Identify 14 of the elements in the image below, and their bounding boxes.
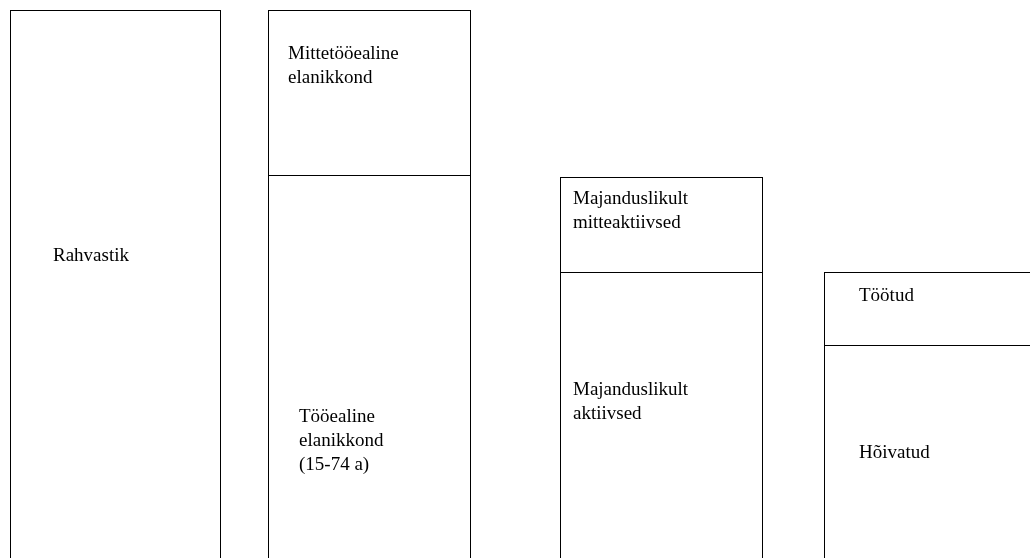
box-label: Majanduslikult mitteaktiivsed	[573, 186, 690, 234]
category-box	[824, 272, 1030, 347]
box-label: Majanduslikult aktiivsed	[573, 377, 690, 425]
box-label: Tööealine elanikkond (15-74 a)	[299, 404, 385, 476]
box-label: Rahvastik	[53, 243, 129, 267]
box-label: Töötud	[859, 283, 914, 307]
category-box	[268, 10, 471, 177]
category-box	[560, 177, 763, 274]
category-box	[824, 345, 1030, 558]
category-box	[268, 175, 471, 558]
box-label: Mittetööealine elanikkond	[288, 41, 400, 89]
box-label: Hõivatud	[859, 440, 930, 464]
category-box	[10, 10, 221, 558]
category-box	[560, 272, 763, 558]
